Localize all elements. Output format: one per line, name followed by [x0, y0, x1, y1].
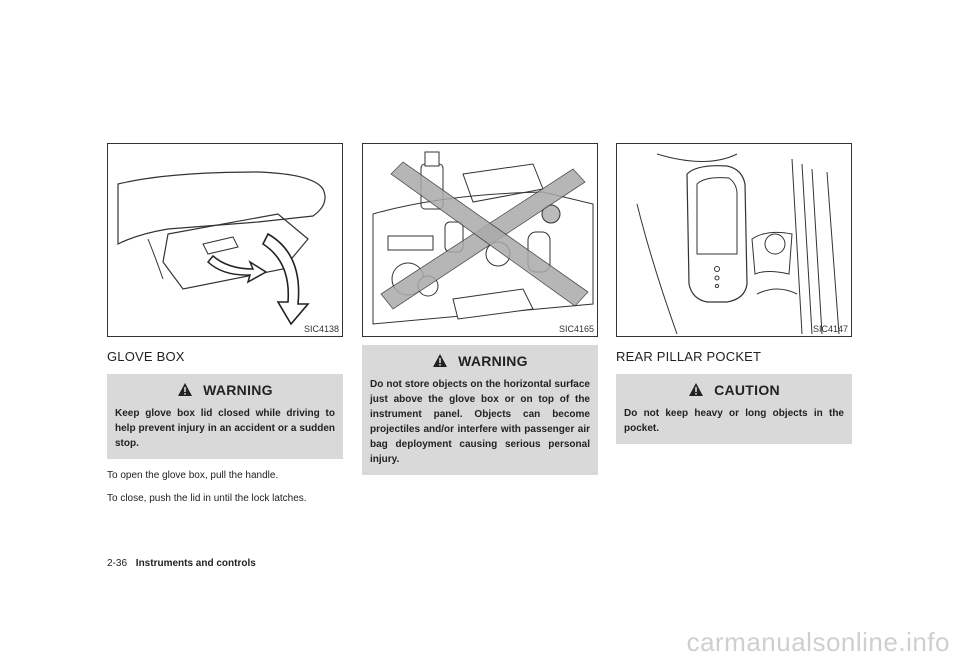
rear-pillar-pocket-illustration: SIC4147: [616, 143, 852, 337]
warning-triangle-icon: [432, 353, 448, 371]
body-paragraph-close: To close, push the lid in until the lock…: [107, 493, 307, 504]
warning-title: WARNING: [203, 382, 273, 398]
caution-title: CAUTION: [714, 382, 780, 398]
warning-title-row: WARNING: [370, 353, 590, 371]
warning-title-row: WARNING: [115, 382, 335, 400]
warning-text: Do not store objects on the horizontal s…: [370, 379, 590, 465]
figure-code: SIC4138: [303, 324, 339, 334]
rear-pillar-drawing: [636, 153, 840, 335]
warning-triangle-icon: [177, 382, 193, 400]
instrument-panel-drawing: [372, 151, 594, 325]
section-heading-rear-pillar-pocket: REAR PILLAR POCKET: [616, 349, 762, 364]
warning-box: WARNING Do not store objects on the hori…: [362, 345, 598, 475]
column-rear-pillar-pocket: SIC4147 REAR PILLAR POCKET CAUTION Do no…: [616, 143, 852, 444]
figure-code: SIC4165: [558, 324, 594, 334]
caution-title-row: CAUTION: [624, 382, 844, 400]
figure-code: SIC4147: [812, 324, 848, 334]
caution-box: CAUTION Do not keep heavy or long object…: [616, 374, 852, 444]
warning-box: WARNING Keep glove box lid closed while …: [107, 374, 343, 459]
instrument-panel-illustration: SIC4165: [362, 143, 598, 337]
glove-box-illustration: SIC4138: [107, 143, 343, 337]
section-name: Instruments and controls: [135, 558, 256, 569]
warning-title: WARNING: [458, 353, 528, 369]
section-heading-glove-box: GLOVE BOX: [107, 349, 185, 364]
column-instrument-panel: SIC4165 WARNING Do not store objects on …: [362, 143, 598, 475]
watermark: carmanualsonline.info: [686, 627, 950, 657]
column-glove-box: SIC4138 GLOVE BOX WARNING Keep glove box…: [107, 143, 343, 505]
page-number: 2-36: [107, 558, 128, 569]
warning-text: Keep glove box lid closed while driving …: [115, 408, 335, 449]
glove-box-drawing: [117, 171, 326, 326]
body-paragraph-open: To open the glove box, pull the handle.: [107, 470, 279, 481]
page-footer: 2-36 Instruments and controls: [107, 558, 256, 569]
warning-triangle-icon: [688, 382, 704, 400]
caution-text: Do not keep heavy or long objects in the…: [624, 408, 844, 434]
